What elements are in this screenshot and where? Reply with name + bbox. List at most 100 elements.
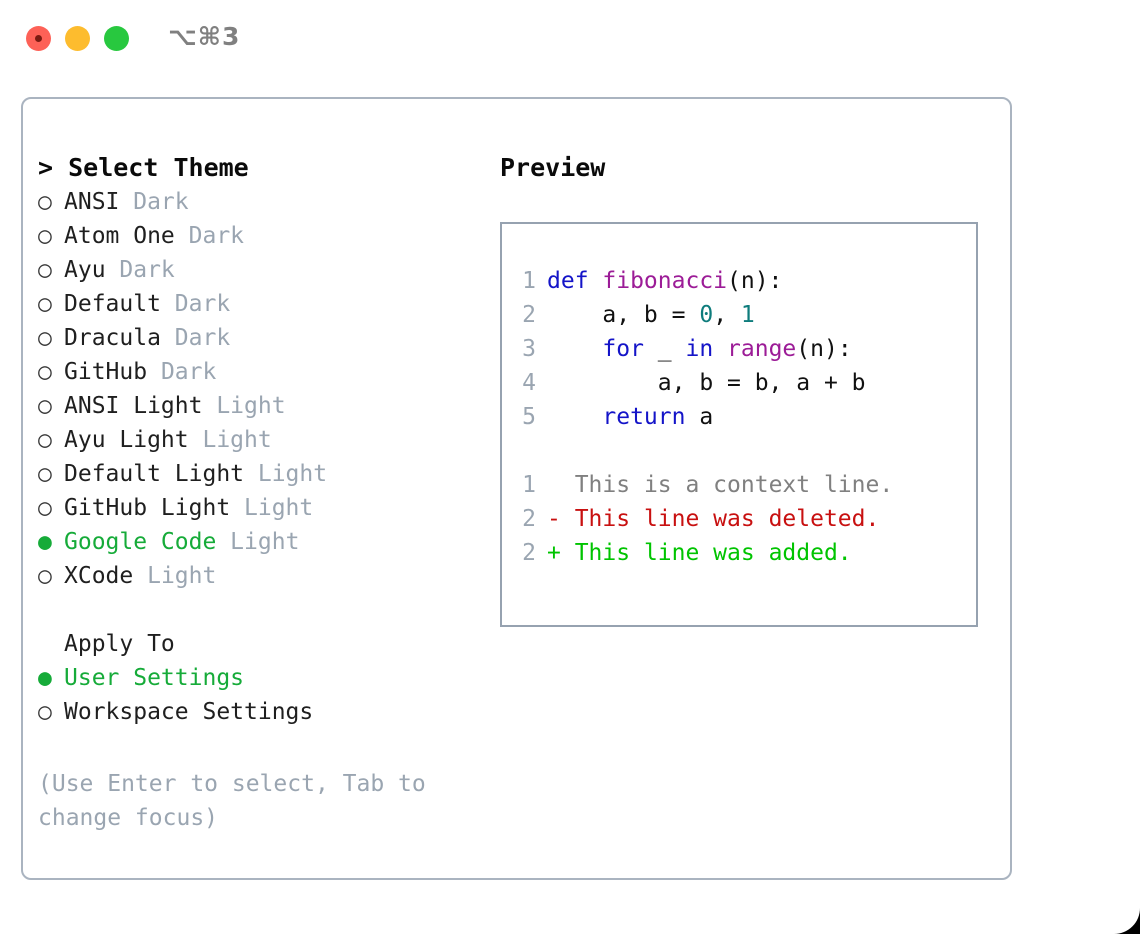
theme-name-label: ANSI Light (64, 393, 203, 419)
diff-marker (547, 472, 575, 498)
code-line-number: 4 (522, 370, 536, 396)
theme-list-item[interactable]: ○ Default Light Light (38, 457, 488, 491)
code-token: range (727, 336, 797, 362)
radio-unselected-icon[interactable]: ○ (38, 563, 52, 589)
theme-kind-label: Dark (160, 291, 231, 317)
theme-kind-label: Dark (174, 223, 245, 249)
theme-name-label: Dracula (64, 325, 161, 351)
traffic-light-controls (26, 26, 129, 51)
diff-sample: 1 This is a context line.2- This line wa… (502, 468, 976, 570)
apply-to-option[interactable]: ○Workspace Settings (38, 695, 488, 729)
theme-kind-label: Light (230, 495, 314, 521)
code-token: in (685, 336, 714, 362)
code-line: 5 return a (502, 400, 976, 434)
theme-kind-label: Light (244, 461, 328, 487)
theme-list-item[interactable]: ○ ANSI Light Light (38, 389, 488, 423)
code-line-number: 3 (522, 336, 536, 362)
select-theme-heading: > Select Theme (38, 153, 249, 182)
theme-name-label: ANSI (64, 189, 120, 215)
apply-to-heading: Apply To (64, 631, 175, 657)
radio-unselected-icon[interactable]: ○ (38, 189, 52, 215)
diff-line-number: 2 (522, 506, 536, 532)
theme-list-item[interactable]: ○Atom One Dark (38, 219, 488, 253)
theme-list-item[interactable]: ○GitHub Light Light (38, 491, 488, 525)
main-panel: > Select Theme ○ANSI Dark○Atom One Dark○… (21, 97, 1012, 880)
preview-heading: Preview (500, 153, 606, 182)
radio-unselected-icon[interactable]: ○ (38, 427, 52, 453)
code-token: return (602, 404, 686, 430)
theme-list-item[interactable]: ○ ANSI Dark (38, 185, 488, 219)
theme-list-item[interactable]: ○ XCode Light (38, 559, 488, 593)
code-token: 1 (740, 302, 755, 328)
theme-kind-label: Light (216, 529, 300, 555)
theme-kind-label: Light (202, 393, 286, 419)
code-token (547, 404, 602, 430)
close-button[interactable] (26, 26, 51, 51)
radio-unselected-icon[interactable]: ○ (38, 461, 52, 487)
apply-to-label: User Settings (64, 665, 245, 691)
theme-list-item[interactable]: ○GitHub Dark (38, 355, 488, 389)
code-token: for (602, 336, 644, 362)
theme-kind-label: Dark (147, 359, 217, 385)
radio-unselected-icon[interactable]: ○ (38, 393, 52, 419)
code-token: (n): (727, 268, 783, 294)
radio-unselected-icon[interactable]: ○ (38, 699, 52, 725)
code-token (547, 336, 602, 362)
diff-line-number: 1 (522, 472, 536, 498)
theme-list-item[interactable]: ○ Dracula Dark (38, 321, 488, 355)
code-line-number: 1 (522, 268, 536, 294)
apply-to-list[interactable]: ● User Settings ○Workspace Settings (38, 661, 488, 729)
code-line: 3 for _ in range(n): (502, 332, 976, 366)
theme-kind-label: Dark (119, 189, 189, 215)
theme-name-label: Ayu Light (64, 427, 189, 453)
radio-unselected-icon[interactable]: ○ (38, 257, 52, 283)
theme-selector-column: > Select Theme ○ANSI Dark○Atom One Dark○… (23, 99, 488, 878)
code-token: (n): (796, 336, 852, 362)
radio-unselected-icon[interactable]: ○ (38, 325, 52, 351)
diff-marker: - (547, 506, 575, 532)
code-token: 0 (699, 302, 714, 328)
code-token: def (547, 268, 603, 294)
theme-kind-label: Light (133, 563, 217, 589)
theme-list-item[interactable]: ○ Default Dark (38, 287, 488, 321)
theme-kind-label: Light (188, 427, 272, 453)
zoom-button[interactable] (104, 26, 129, 51)
radio-unselected-icon[interactable]: ○ (38, 223, 52, 249)
window-corner-artifact (1112, 906, 1140, 934)
theme-kind-label: Dark (105, 257, 175, 283)
radio-selected-icon[interactable]: ● (38, 665, 52, 691)
diff-text: This line was added. (574, 540, 852, 566)
theme-name-label: Google Code (64, 529, 217, 555)
theme-name-label: XCode (64, 563, 134, 589)
theme-list-item[interactable]: ○ Ayu Dark (38, 253, 488, 287)
code-token: a, b = b, a + b (547, 370, 866, 396)
title-bar: ⌥⌘3 (0, 0, 1140, 78)
code-token (713, 336, 727, 362)
radio-selected-icon[interactable]: ● (38, 529, 52, 555)
code-line-number: 5 (522, 404, 536, 430)
radio-unselected-icon[interactable]: ○ (38, 291, 52, 317)
diff-text: This line was deleted. (574, 506, 880, 532)
radio-unselected-icon[interactable]: ○ (38, 495, 52, 521)
code-token: a (685, 404, 714, 430)
theme-name-label: Ayu (64, 257, 106, 283)
theme-name-label: Default Light (64, 461, 245, 487)
code-line-number: 2 (522, 302, 536, 328)
preview-spacer (502, 434, 976, 468)
apply-to-option[interactable]: ● User Settings (38, 661, 488, 695)
code-token: a, b = (547, 302, 700, 328)
theme-list-item[interactable]: ○ Ayu Light Light (38, 423, 488, 457)
theme-kind-label: Dark (160, 325, 231, 351)
theme-name-label: Default (64, 291, 161, 317)
theme-list[interactable]: ○ANSI Dark○Atom One Dark○Ayu Dark○Defaul… (38, 185, 488, 593)
theme-list-item[interactable]: ● Google Code Light (38, 525, 488, 559)
code-token: _ (643, 336, 686, 362)
radio-unselected-icon[interactable]: ○ (38, 359, 52, 385)
minimize-button[interactable] (65, 26, 90, 51)
code-line: 2 a, b = 0, 1 (502, 298, 976, 332)
